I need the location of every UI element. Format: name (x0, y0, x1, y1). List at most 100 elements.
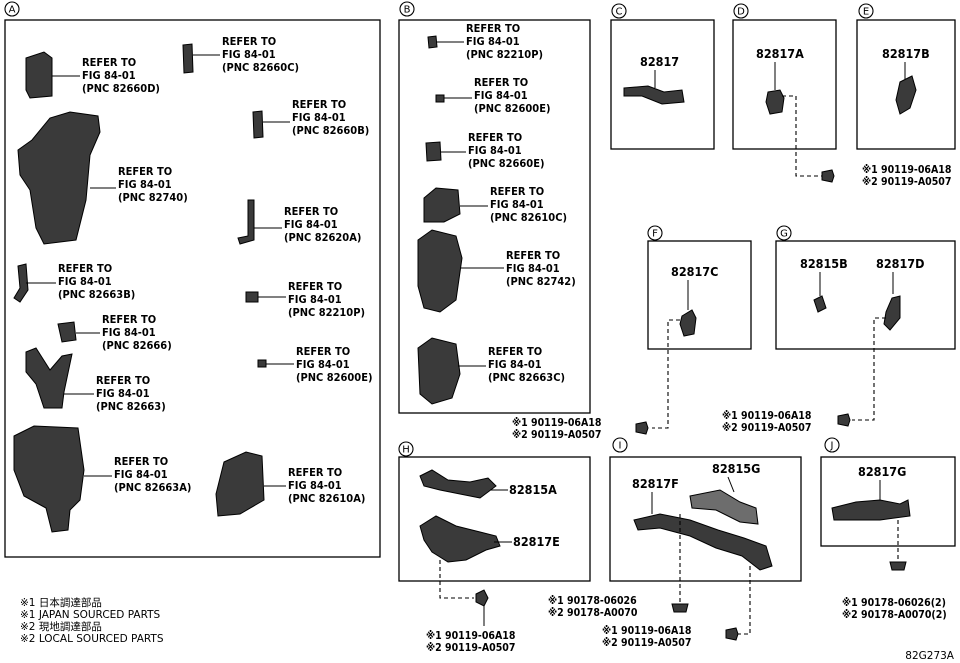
panel-b-letter: B (404, 5, 411, 16)
part-82660c (182, 43, 194, 74)
ref-line1: REFER TO (468, 131, 522, 144)
ref-line3: (PNC 82663C) (488, 371, 565, 384)
part-82600e-a (257, 359, 267, 368)
part-82740 (17, 111, 101, 245)
ref-line1: REFER TO (292, 98, 346, 111)
panel-a-ref-82666: REFER TO FIG 84-01 (PNC 82666) (102, 313, 172, 352)
ref-line2: FIG 84-01 (288, 293, 342, 306)
panel-f: F 82817C (647, 225, 752, 429)
part-label-82817e: 82817E (513, 534, 560, 549)
bolt-i-2: ※1 90119-06A18 ※2 90119-A0507 (602, 625, 739, 649)
ref-line3: (PNC 82600E) (296, 371, 372, 384)
part-82600e-b (435, 94, 445, 103)
ref-line3: (PNC 82600E) (474, 102, 550, 115)
panel-b: B REFER TO FIG 84-01 (PNC 82210P) REFER … (398, 1, 591, 414)
ref-line1: REFER TO (490, 185, 544, 198)
panel-f-frame (647, 240, 752, 350)
panel-b-frame (398, 19, 591, 414)
ref-line3: (PNC 82660D) (82, 82, 160, 95)
bolt-f: ※1 90119-06A18 ※2 90119-A0507 (512, 417, 649, 441)
part-82210p-a (245, 291, 259, 303)
part-82610c (423, 187, 461, 223)
ref-line2: FIG 84-01 (114, 468, 168, 481)
ref-line3: (PNC 82660B) (292, 124, 369, 137)
bolt-j-line2: ※2 90178-A0070(2) (842, 609, 947, 621)
ref-line2: FIG 84-01 (96, 387, 150, 400)
ref-line2: FIG 84-01 (82, 69, 136, 82)
ref-line1: REFER TO (296, 345, 350, 358)
panel-a-ref-82600e: REFER TO FIG 84-01 (PNC 82600E) (296, 345, 372, 384)
panel-j: J 82817G (820, 437, 956, 562)
part-label-82815a: 82815A (509, 482, 557, 497)
ref-line3: (PNC 82610C) (490, 211, 567, 224)
ref-line1: REFER TO (222, 35, 276, 48)
panel-a-ref-82210p: REFER TO FIG 84-01 (PNC 82210P) (288, 280, 365, 319)
ref-line3: (PNC 82210P) (288, 306, 365, 319)
bolt-icon (475, 589, 489, 607)
bolt-i1-line2: ※2 90178-A0070 (548, 607, 638, 619)
part-82620a (237, 199, 255, 245)
panel-h-frame (398, 456, 591, 582)
panel-a-ref-82620a: REFER TO FIG 84-01 (PNC 82620A) (284, 205, 361, 244)
part-82815g (689, 489, 759, 525)
ref-line1: REFER TO (114, 455, 168, 468)
ref-line2: FIG 84-01 (288, 479, 342, 492)
panel-c: C 82817 (610, 3, 715, 150)
part-82660b (252, 110, 264, 139)
bolt-i1-line1: ※1 90178-06026 (548, 595, 637, 607)
panel-i: I 82817F 82815G (609, 437, 802, 635)
part-label-82817c: 82817C (671, 264, 718, 279)
part-82815a (419, 469, 497, 499)
panel-b-ref-82210p: REFER TO FIG 84-01 (PNC 82210P) (466, 22, 543, 61)
panel-c-frame (610, 19, 715, 150)
panel-g-marker: G (776, 225, 792, 241)
panel-i-marker: I (612, 437, 628, 453)
panel-c-letter: C (616, 7, 623, 18)
panel-j-marker: J (824, 437, 840, 453)
part-label-82817a: 82817A (756, 46, 804, 61)
ref-line2: FIG 84-01 (118, 178, 172, 191)
panel-a-ref-82740: REFER TO FIG 84-01 (PNC 82740) (118, 165, 188, 204)
ref-line1: REFER TO (288, 466, 342, 479)
bolt-i2-line2: ※2 90119-A0507 (602, 637, 691, 649)
part-label-82817g: 82817G (858, 464, 906, 479)
panel-a: A REFER TO FIG 84-01 (PNC 82660D) (4, 1, 381, 558)
bolt-f-line2: ※2 90119-A0507 (512, 429, 601, 441)
ref-line3: (PNC 82742) (506, 275, 576, 288)
panel-e: E 82817B (856, 3, 956, 150)
part-82660e (425, 141, 442, 162)
panel-i-frame (609, 456, 802, 582)
ref-line1: REFER TO (466, 22, 520, 35)
panel-h: H 82815A 82817E (398, 441, 591, 599)
bolt-g-line1: ※1 90119-06A18 (722, 410, 811, 422)
panel-e-letter: E (863, 7, 869, 18)
bolt-i2-line1: ※1 90119-06A18 (602, 625, 691, 637)
bolt-f-line1: ※1 90119-06A18 (512, 417, 601, 429)
panel-h-marker: H (398, 441, 414, 457)
panel-g-frame (775, 240, 956, 350)
part-82815b (813, 295, 827, 313)
bolt-h-line2: ※2 90119-A0507 (426, 642, 515, 654)
panel-e-marker: E (858, 3, 874, 19)
ref-line1: REFER TO (474, 76, 528, 89)
bolt-j: ※1 90178-06026(2) ※2 90178-A0070(2) (842, 561, 947, 621)
ref-line3: (PNC 82610A) (288, 492, 365, 505)
bolt-icon (725, 627, 739, 641)
part-82817b (895, 75, 917, 115)
ref-line2: FIG 84-01 (474, 89, 528, 102)
part-label-82815g: 82815G (712, 461, 760, 476)
legend-line-4: ※2 LOCAL SOURCED PARTS (20, 633, 164, 645)
part-82666 (57, 321, 77, 343)
bolt-h-line1: ※1 90119-06A18 (426, 630, 515, 642)
part-82817d (883, 295, 901, 331)
panel-g-letter: G (780, 229, 788, 240)
ref-line3: (PNC 82663A) (114, 481, 191, 494)
ref-line2: FIG 84-01 (284, 218, 338, 231)
panel-a-frame (4, 19, 381, 558)
ref-line3: (PNC 82740) (118, 191, 188, 204)
part-82610a (215, 451, 265, 517)
ref-line3: (PNC 82666) (102, 339, 172, 352)
panel-c-marker: C (611, 3, 627, 19)
figure-code: 82G273A (905, 650, 955, 662)
panel-j-letter: J (830, 441, 834, 452)
